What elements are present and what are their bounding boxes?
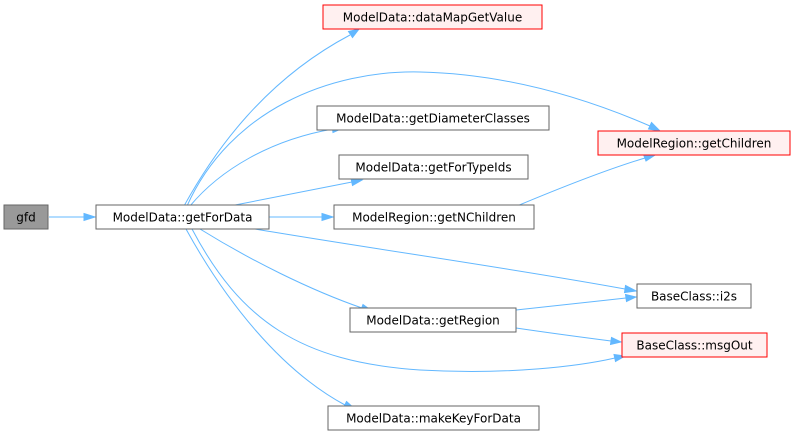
edge-getNChildren-to-getChildren [516,157,646,207]
node-label: BaseClass::msgOut [636,339,752,353]
node-getDiameterClasses[interactable]: ModelData::getDiameterClasses [316,105,550,131]
arrowhead-getForData [83,212,97,222]
node-label: BaseClass::i2s [651,290,737,304]
node-label: ModelData::getForTypeIds [355,161,511,175]
node-label: ModelData::getForData [113,211,253,225]
node-dataMapGetValue[interactable]: ModelData::dataMapGetValue [322,4,543,30]
node-label: ModelData::getRegion [366,314,500,328]
edge-getRegion-to-msgOut [515,327,612,342]
arrowhead-msgOut-from-getRegion [609,336,623,346]
node-getRegion[interactable]: ModelData::getRegion [349,307,517,333]
arrowhead-getChildren-from-getForData [647,121,662,132]
edge-getForData-to-getRegion [199,228,363,309]
node-i2s[interactable]: BaseClass::i2s [636,283,752,309]
node-getForTypeIds[interactable]: ModelData::getForTypeIds [338,154,529,180]
edge-getForData-to-getForTypeIds [229,181,353,207]
edge-getForData-to-getDiameterClasses [189,128,334,207]
node-msgOut[interactable]: BaseClass::msgOut [621,332,768,358]
node-makeKeyForData[interactable]: ModelData::makeKeyForData [327,405,540,431]
node-label: ModelData::getDiameterClasses [336,112,530,126]
edge-getForData-to-makeKeyForData [185,228,346,406]
node-label: ModelRegion::getChildren [617,137,772,151]
arrowhead-getNChildren [321,212,335,222]
arrowhead-i2s-from-getForData [623,284,638,294]
edge-getRegion-to-i2s [515,297,627,311]
edge-getForData-to-msgOut [191,228,616,372]
nodes: gfd ModelData::getForData ModelData::dat… [3,4,791,431]
edge-getForData-to-getChildren [186,71,651,207]
arrowhead-getForTypeIds [350,177,364,187]
arrowhead-i2s-from-getRegion [624,293,638,303]
edge-getForData-to-dataMapGetValue [183,34,351,207]
node-gfd[interactable]: gfd [3,204,49,230]
node-label: ModelData::makeKeyForData [346,412,521,426]
node-label: ModelData::dataMapGetValue [343,11,522,25]
node-getChildren[interactable]: ModelRegion::getChildren [597,130,791,156]
edge-getForData-to-i2s [254,228,626,290]
node-getNChildren[interactable]: ModelRegion::getNChildren [333,204,535,230]
arrowhead-dataMapGetValue [347,28,361,39]
node-getForData[interactable]: ModelData::getForData [95,204,270,230]
node-label: ModelRegion::getNChildren [352,211,516,225]
node-label: gfd [16,211,35,225]
